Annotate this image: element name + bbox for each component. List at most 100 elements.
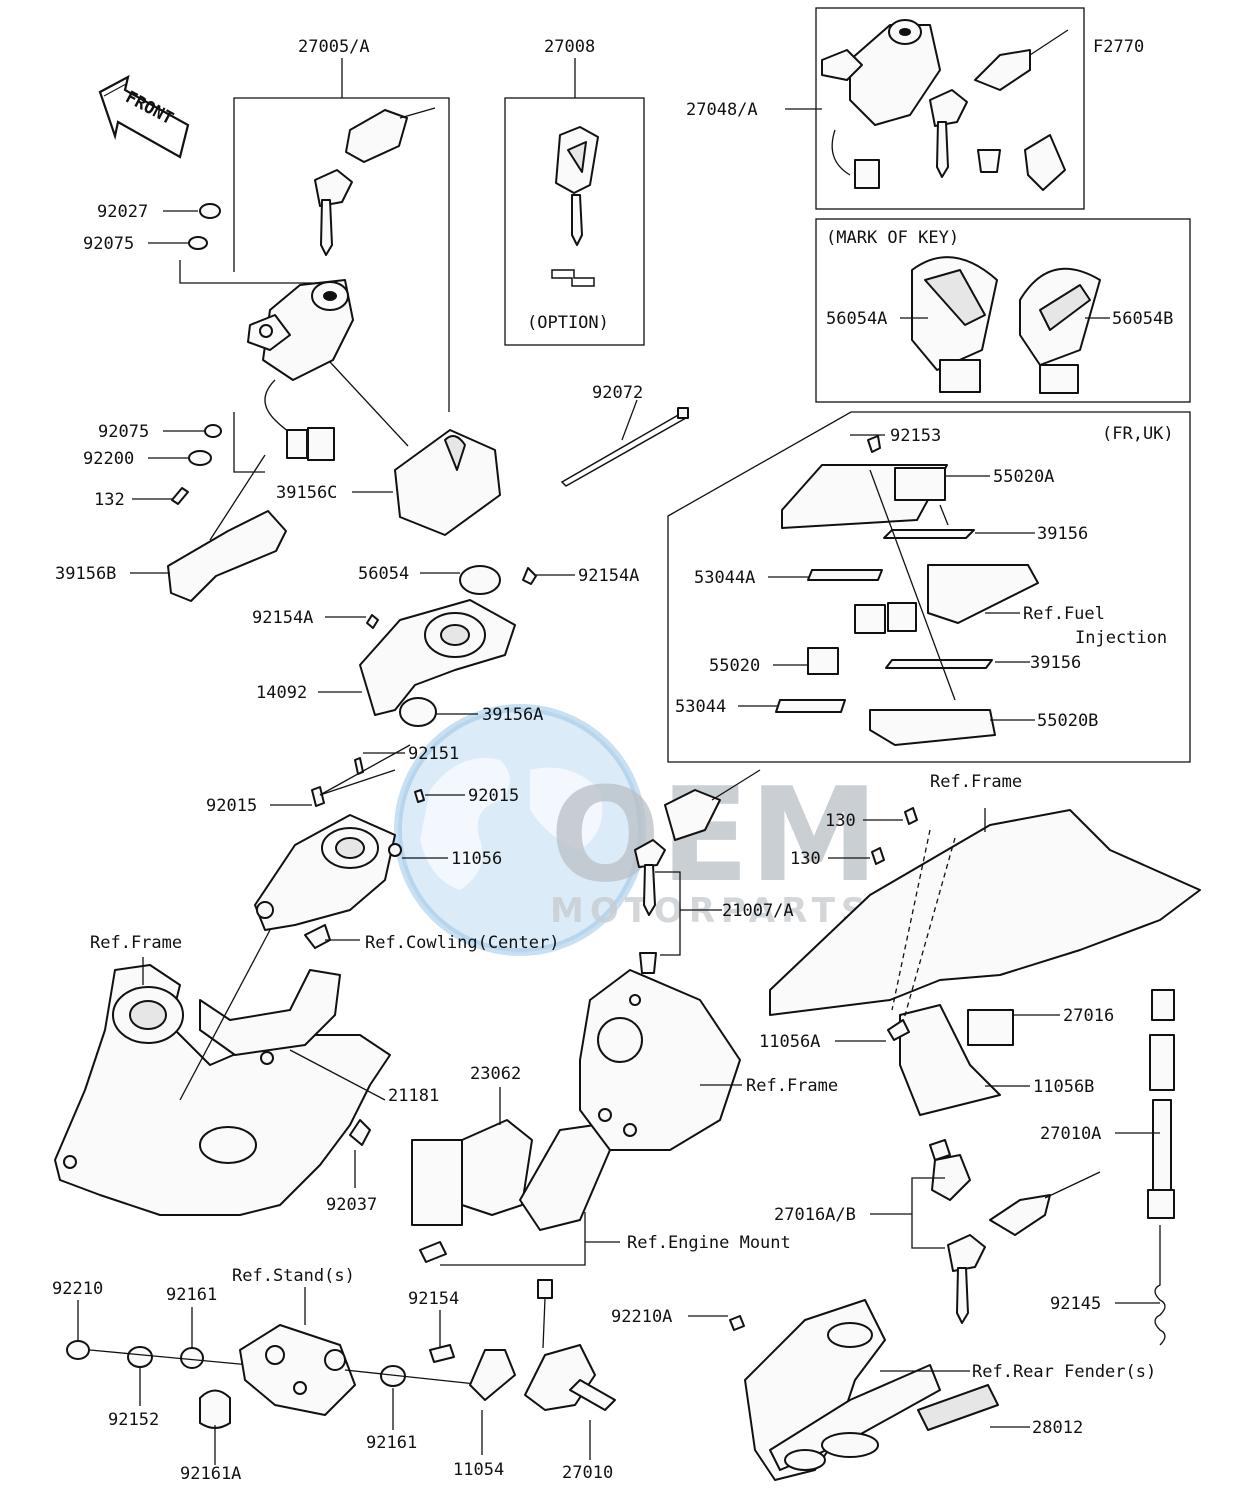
immobilizer-bracket-55020A: [781, 435, 948, 529]
label-ref-rear-fender: Ref.Rear Fender(s): [972, 1362, 1156, 1382]
leader-21181: [289, 1049, 386, 1101]
bracket-stand: [239, 1324, 356, 1416]
bracket-engine: [519, 1124, 611, 1231]
leader-bottom-row: [89, 1349, 251, 1366]
lamp-28012: [917, 1384, 999, 1431]
label-ref-fuel: Ref.Fuel: [1023, 604, 1105, 624]
leader-housing-b: [319, 769, 396, 796]
bolt-92154: [429, 1344, 455, 1363]
label-27010A: 27010A: [1040, 1124, 1101, 1144]
label-53044: 53044: [675, 697, 726, 717]
key-mark-56054B: [1019, 267, 1101, 394]
ring-56054: [459, 565, 501, 595]
watermark-logo: OEM MOTORPARTS: [394, 704, 879, 956]
ring-39156A: [399, 697, 437, 727]
leader-ign-39156B: [209, 454, 266, 541]
label-27010: 27010: [562, 1463, 613, 1483]
label-ref-stand: Ref.Stand(s): [232, 1266, 355, 1286]
label-92210: 92210: [52, 1279, 103, 1299]
label-11056: 11056: [451, 849, 502, 869]
label-56054A: 56054A: [826, 309, 887, 329]
cover-39156B: [167, 510, 287, 602]
label-ref-cowling: Ref.Cowling(Center): [365, 933, 559, 953]
label-39156-b: 39156: [1030, 653, 1081, 673]
bracket-23062: [461, 1119, 533, 1216]
key-27008: [551, 126, 599, 287]
label-27016AB: 27016A/B: [774, 1205, 856, 1225]
label-injection: Injection: [1075, 628, 1167, 648]
label-92037: 92037: [326, 1195, 377, 1215]
label-92015-right: 92015: [468, 786, 519, 806]
label-92075-a: 92075: [83, 234, 134, 254]
label-92145: 92145: [1050, 1294, 1101, 1314]
frame-left: [54, 964, 391, 1216]
housing-11056: [254, 757, 425, 931]
label-92161-bottom: 92161: [366, 1433, 417, 1453]
label-39156A: 39156A: [482, 705, 543, 725]
nut-11056A: [887, 1019, 910, 1041]
bracket-55020B: [869, 709, 996, 746]
label-55020A: 55020A: [993, 467, 1054, 487]
label-ref-frame-1: Ref.Frame: [930, 772, 1022, 792]
key-mark-56054A: [911, 256, 998, 393]
relay-21181: [411, 1139, 463, 1226]
label-92015-left: 92015: [206, 796, 257, 816]
label-92075-b: 92075: [98, 422, 149, 442]
label-92152: 92152: [108, 1410, 159, 1430]
screw-92154A-l: [366, 614, 379, 629]
front-arrow: FRONT: [98, 74, 190, 159]
label-39156C: 39156C: [276, 483, 337, 503]
pad-39156-b: [885, 659, 993, 669]
leader-bottom-row-2: [344, 1369, 486, 1386]
label-11054: 11054: [453, 1460, 504, 1480]
connectors: [854, 602, 917, 634]
label-option: (OPTION): [527, 313, 609, 333]
tube-53044: [775, 699, 846, 713]
cap-92161A: [199, 1389, 231, 1429]
group-fr-uk: [667, 411, 1191, 763]
frame-middle: [579, 969, 741, 1151]
key-21007A: [634, 769, 761, 974]
label-fr-uk: (FR,UK): [1102, 424, 1174, 444]
label-55020B: 55020B: [1037, 711, 1098, 731]
leader-fruk-2: [939, 504, 949, 526]
label-92154A-right: 92154A: [578, 566, 639, 586]
leader-housing-frame: [179, 929, 271, 1101]
label-92210A: 92210A: [611, 1307, 672, 1327]
label-ref-frame-2: Ref.Frame: [90, 933, 182, 953]
sensor-27016: [967, 1009, 1014, 1046]
connector-55020: [807, 647, 839, 675]
switch-27010A: [1147, 989, 1175, 1346]
label-27048A: 27048/A: [686, 100, 758, 120]
watermark-sub: MOTORPARTS: [550, 891, 871, 931]
label-92072: 92072: [592, 383, 643, 403]
bracket-11054: [469, 1349, 516, 1401]
label-53044A: 53044A: [694, 568, 755, 588]
label-56054: 56054: [358, 564, 409, 584]
label-21007A: 21007/A: [722, 901, 794, 921]
cover-14092: [359, 599, 516, 716]
bush-92161-a: [180, 1347, 204, 1369]
leader-lines: [77, 108, 1160, 1465]
leader-ign-39156C: [329, 361, 409, 447]
label-27005A: 27005/A: [298, 37, 370, 57]
label-92151: 92151: [408, 744, 459, 764]
ignition-assembly-27048A: [821, 19, 1069, 191]
nut-92210: [66, 1340, 90, 1360]
pad-39156-a: [883, 529, 975, 539]
watermark-brand: OEM: [550, 759, 879, 911]
switch-27010: [524, 1279, 616, 1411]
ignition-switch-27005: [247, 279, 354, 461]
label-28012: 28012: [1032, 1418, 1083, 1438]
label-92161-top: 92161: [166, 1285, 217, 1305]
bolt-lower: [419, 1241, 447, 1263]
label-27016: 27016: [1063, 1006, 1114, 1026]
screw-92154A-r: [522, 567, 537, 585]
label-39156-a: 39156: [1037, 524, 1088, 544]
label-23062: 23062: [470, 1064, 521, 1084]
label-mark-of-key: (MARK OF KEY): [826, 228, 959, 248]
label-92027: 92027: [97, 202, 148, 222]
label-92154: 92154: [408, 1289, 459, 1309]
label-11056B: 11056B: [1033, 1077, 1094, 1097]
tube-53044A: [807, 569, 883, 581]
